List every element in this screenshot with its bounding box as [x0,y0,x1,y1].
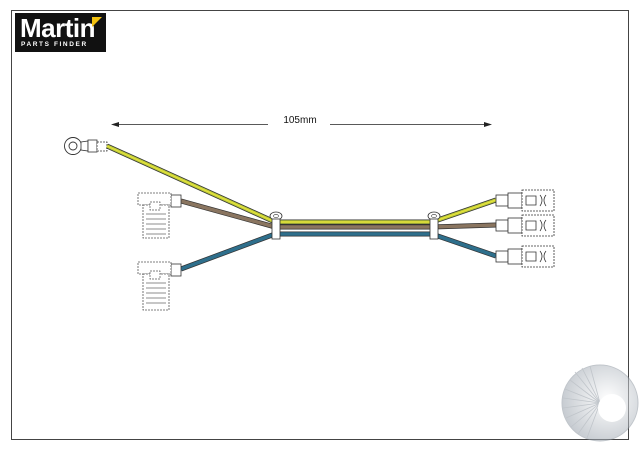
dimension-line [111,122,492,127]
connector-housing-upper [137,192,182,239]
spade-terminal-middle [495,214,555,237]
wire-brown [180,198,497,230]
drawing-frame [11,10,629,440]
cable-tie-left [269,211,283,240]
spade-terminal-bottom [495,245,555,268]
brand-logo: Martin PARTS FINDER [15,13,106,52]
cable-tie-right [427,211,441,240]
ring-terminal [64,137,108,155]
connector-housing-lower [137,261,182,311]
logo-tagline: PARTS FINDER [21,41,88,48]
arrow-left-icon [111,122,119,127]
wire-yellow-green [105,143,497,225]
watermark-sunburst-icon [561,364,639,442]
dimension-label: 105mm [283,115,317,126]
spade-terminal-top [495,189,555,212]
wire-blue [180,231,497,272]
arrow-right-icon [484,122,492,127]
logo-wordmark: Martin [20,13,96,43]
logo-flag-icon [92,17,102,27]
